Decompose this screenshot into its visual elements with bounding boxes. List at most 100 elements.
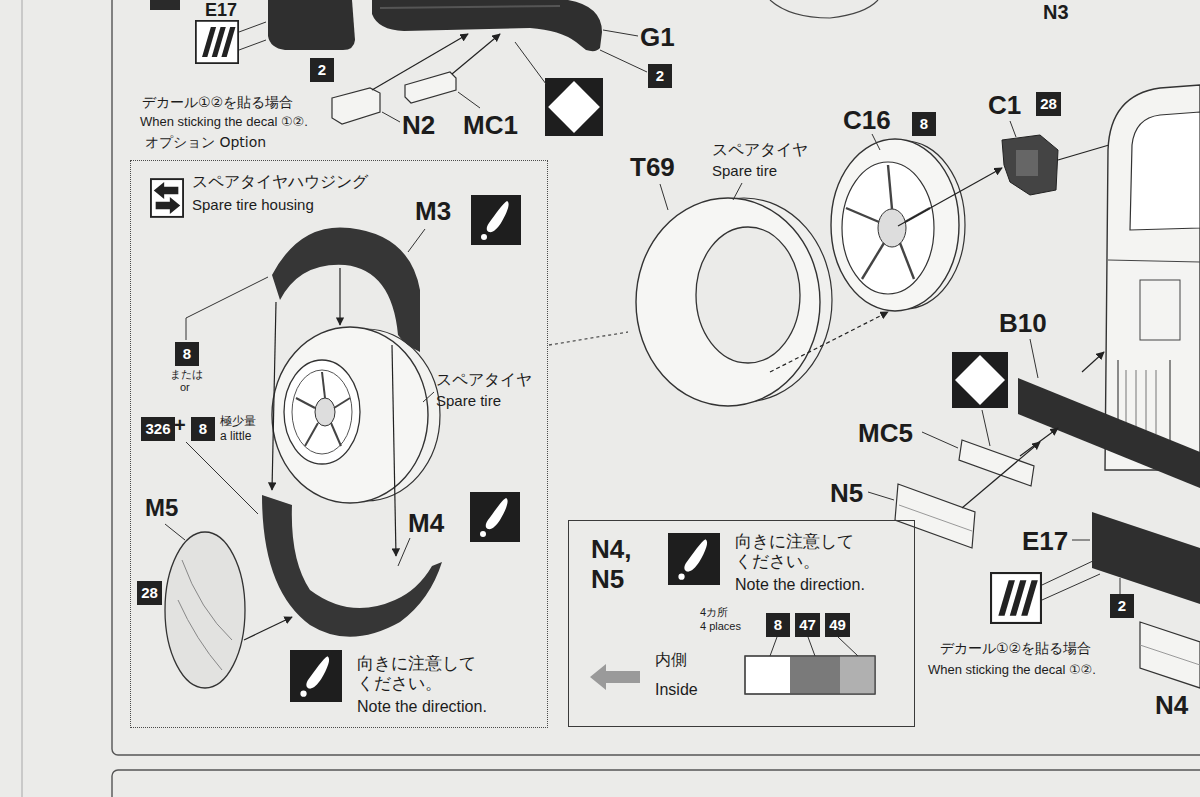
color-number: 8 xyxy=(774,616,782,634)
page-frame xyxy=(150,0,180,10)
spare-tire-and-wheel xyxy=(872,134,880,150)
color-number: 326 xyxy=(145,420,170,438)
paint-color-chip: 47 xyxy=(795,613,820,637)
note-panel: N4, N5 8 47 49 xyxy=(568,520,915,727)
spare-tire-housing-option xyxy=(151,179,183,217)
color-number: 2 xyxy=(656,67,664,85)
rear-body-parts xyxy=(991,573,1041,623)
spare-tire-and-wheel xyxy=(1010,121,1016,137)
spare-tire-and-wheel xyxy=(842,162,934,294)
paint-color-chip: 8 xyxy=(766,613,790,637)
note-text: 極少量 xyxy=(220,414,256,428)
spare-tire-housing-option xyxy=(392,345,396,556)
paint-color-chip: 2 xyxy=(1110,594,1134,618)
note-text: or xyxy=(180,381,190,394)
note-text: 4カ所 xyxy=(700,606,728,619)
spare-tire-and-wheel xyxy=(898,168,1002,226)
section-heading: オプション Option xyxy=(143,134,268,152)
direction-note-illustration xyxy=(808,637,815,656)
note-text: または xyxy=(170,368,203,381)
spare-tire-housing-option xyxy=(178,600,222,670)
part-number: N2 xyxy=(402,110,435,141)
direction-note-illustration xyxy=(838,637,858,656)
note-text: スペアタイヤ xyxy=(436,370,532,389)
spare-tire-housing-option xyxy=(292,370,352,454)
rear-body-parts xyxy=(1042,560,1095,585)
spare-tire-and-wheel xyxy=(900,243,914,279)
rear-body-parts xyxy=(1072,540,1090,541)
option-frame: オプション Option8326828 xyxy=(130,160,548,728)
rear-body-parts xyxy=(1130,112,1200,230)
rear-body-parts xyxy=(952,352,1008,408)
spare-tire-housing-option xyxy=(272,227,420,352)
rear-body-parts xyxy=(1140,622,1200,688)
spare-tire-housing-option xyxy=(182,560,232,640)
spare-tire-housing-option xyxy=(272,327,428,503)
spare-tire-housing-option xyxy=(470,492,520,542)
part-number: E17 xyxy=(205,0,237,22)
color-number: 28 xyxy=(141,584,158,602)
rear-body-parts xyxy=(982,410,990,446)
rear-body-parts xyxy=(1105,85,1200,470)
spare-tire-and-wheel xyxy=(846,208,879,222)
part-number: C16 xyxy=(843,105,891,136)
direction-note-illustration xyxy=(590,533,875,694)
rear-body-parts xyxy=(1120,578,1121,594)
rear-body-parts xyxy=(868,492,894,500)
part-number: N4 xyxy=(1155,690,1188,721)
paint-color-chip: 49 xyxy=(825,613,850,637)
spare-tire-housing-option xyxy=(272,302,276,490)
front-bumper-parts xyxy=(332,88,380,124)
spare-tire-and-wheel xyxy=(733,183,742,200)
spare-tire-housing-option xyxy=(186,277,268,340)
color-number: 47 xyxy=(799,616,816,634)
paint-color-chip: 2 xyxy=(648,64,672,88)
front-bumper-parts xyxy=(380,6,560,8)
spare-tire-housing-option xyxy=(290,650,342,702)
note-text: When sticking the decal ①②. xyxy=(928,662,1096,678)
page-frame xyxy=(112,0,1200,755)
page-frame xyxy=(112,770,1200,797)
part-number: E17 xyxy=(1022,526,1068,557)
part-number: MC5 xyxy=(858,418,913,449)
front-bumper-parts xyxy=(372,0,602,51)
note-heading: N4, N5 xyxy=(591,535,651,595)
spare-tire-housing-option xyxy=(549,332,628,345)
color-number: 8 xyxy=(199,420,207,438)
part-number: M5 xyxy=(145,494,178,523)
direction-note-illustration xyxy=(770,637,777,656)
spare-tire-housing-option xyxy=(471,195,521,245)
front-bumper-parts xyxy=(600,50,647,72)
part-number: M3 xyxy=(415,196,451,227)
spare-tire-housing-option xyxy=(339,268,340,325)
paint-color-chip: 8 xyxy=(191,417,215,441)
direction-note-illustration xyxy=(790,656,840,694)
color-number: 28 xyxy=(1040,95,1057,113)
spare-tire-housing-option xyxy=(296,398,315,408)
front-bumper-parts xyxy=(545,78,603,136)
spare-tire-housing-option xyxy=(423,392,434,402)
spare-tire-and-wheel xyxy=(878,209,906,247)
rear-body-parts xyxy=(1042,574,1100,600)
note-text: スペアタイヤ xyxy=(712,140,808,159)
direction-note-illustration xyxy=(745,656,875,694)
front-bumper-parts xyxy=(239,40,266,50)
spare-tire-housing-option xyxy=(296,372,350,446)
rear-body-parts xyxy=(1020,428,1058,456)
spare-tire-and-wheel xyxy=(770,312,888,372)
front-bumper-parts xyxy=(452,34,500,74)
rear-body-parts xyxy=(962,442,1040,508)
note-text: Note the direction. xyxy=(357,697,487,716)
spare-tire-and-wheel xyxy=(1002,135,1058,195)
front-bumper-parts xyxy=(770,0,878,18)
note-text: 向きに注意して ください。 xyxy=(357,654,492,695)
page-frame xyxy=(22,0,1200,797)
color-number: 49 xyxy=(829,616,846,634)
front-bumper-parts xyxy=(405,72,456,103)
front-bumper-parts xyxy=(268,0,355,50)
front-bumper-parts xyxy=(196,21,238,63)
page-frame xyxy=(21,0,22,797)
rear-body-parts xyxy=(868,85,1200,688)
spare-tire-and-wheel xyxy=(696,227,800,363)
color-number: 8 xyxy=(920,115,928,133)
